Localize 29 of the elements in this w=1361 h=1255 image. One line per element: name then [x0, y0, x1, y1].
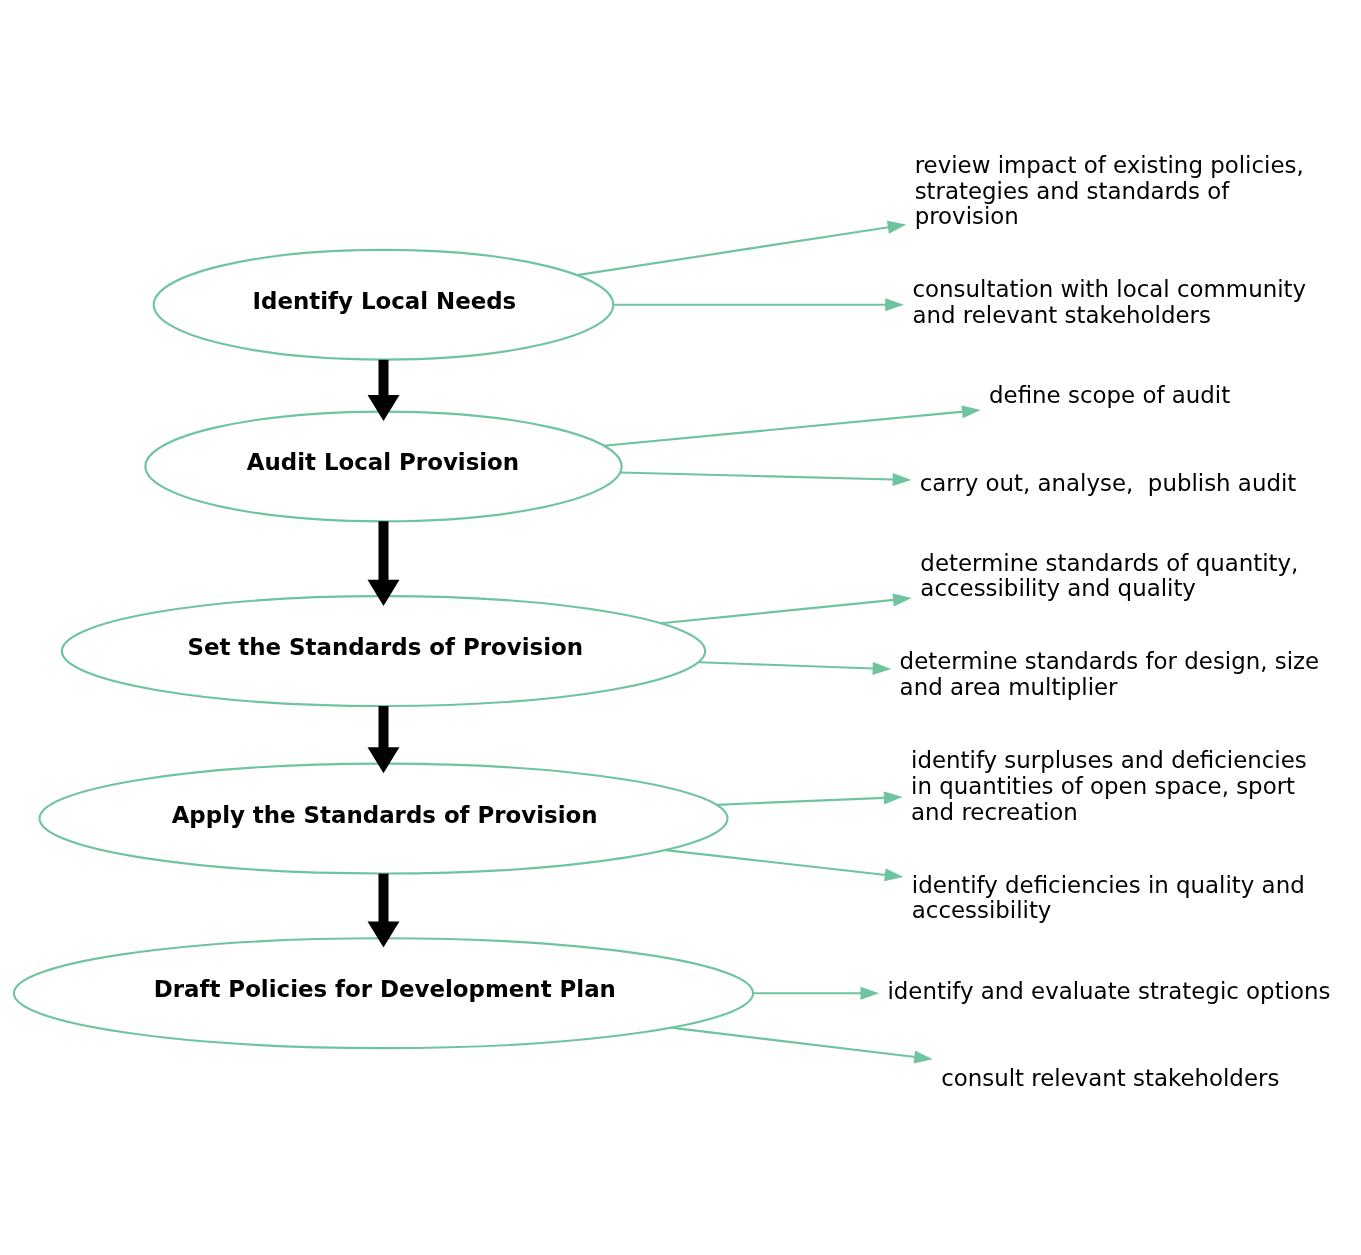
arrow	[367, 873, 400, 948]
arrow	[670, 1026, 933, 1064]
node-text: identify surpluses and deficiencies in quantities of open space, sport and recreation	[911, 747, 1307, 825]
node-ellipse: Identify Local Needs	[152, 248, 615, 361]
node-ellipse: Set the Standards of Provision	[60, 595, 707, 708]
node-ellipse: Audit Local Provision	[144, 410, 623, 523]
node-ellipse: Apply the Standards of Provision	[38, 762, 729, 875]
arrow	[620, 471, 912, 487]
node-text: identify deficiencies in quality and accessibility	[911, 871, 1305, 924]
arrow	[613, 298, 904, 312]
arrow	[661, 593, 912, 625]
node-text: determine standards for design, size and area multiplier	[899, 648, 1320, 701]
node-text: define scope of audit	[989, 382, 1231, 409]
node-text: identify and evaluate strategic options	[887, 977, 1331, 1004]
node-text: consultation with local community and relevant stakeholders	[912, 276, 1307, 329]
node-ellipse: Draft Policies for Development Plan	[12, 937, 755, 1050]
arrow	[367, 706, 400, 774]
node-text: review impact of existing policies, strategies and standards of provision	[914, 151, 1304, 230]
arrow	[698, 661, 892, 675]
arrow	[367, 521, 400, 606]
arrow	[716, 791, 903, 806]
arrow	[603, 405, 981, 447]
node-text: consult relevant stakeholders	[941, 1064, 1280, 1091]
arrow	[576, 220, 907, 277]
arrow	[367, 359, 400, 422]
node-text: carry out, analyse, publish audit	[919, 469, 1297, 496]
node-text: determine standards of quantity, accessibility and quality	[920, 549, 1299, 602]
arrow	[665, 849, 904, 882]
arrow	[753, 986, 880, 1000]
